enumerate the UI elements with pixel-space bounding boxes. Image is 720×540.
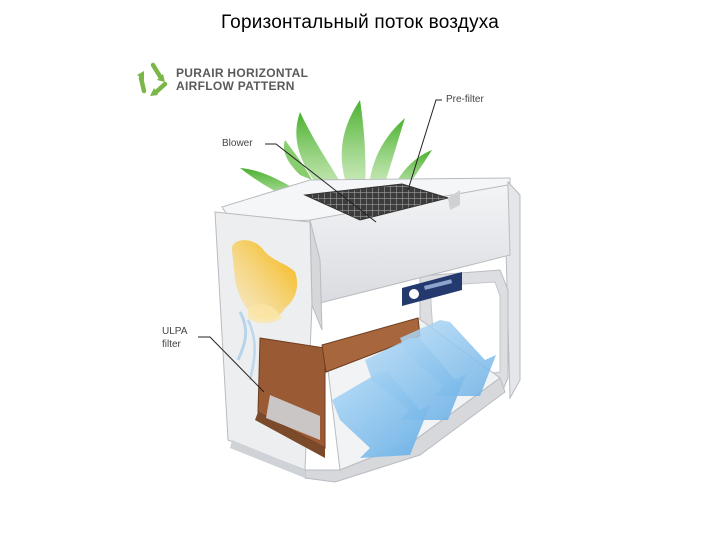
recycle-icon	[137, 62, 168, 96]
callout-lines	[198, 99, 442, 393]
ulpa-filter	[255, 317, 421, 458]
horizontal-airflow-arrows	[332, 320, 496, 458]
side-airflow	[231, 240, 298, 381]
logo-text: PURAIR HORIZONTAL AIRFLOW PATTERN	[176, 66, 309, 93]
callout-ulpa-line1: ULPA	[162, 326, 188, 337]
callout-ulpa-line2: filter	[162, 339, 181, 350]
cabinet-badge	[402, 272, 462, 306]
callout-blower: Blower	[222, 138, 253, 149]
callout-prefilter: Pre-filter	[446, 94, 484, 105]
slide-title: Горизонтальный поток воздуха	[220, 12, 500, 33]
purair-logo: PURAIR HORIZONTAL AIRFLOW PATTERN	[134, 60, 334, 100]
